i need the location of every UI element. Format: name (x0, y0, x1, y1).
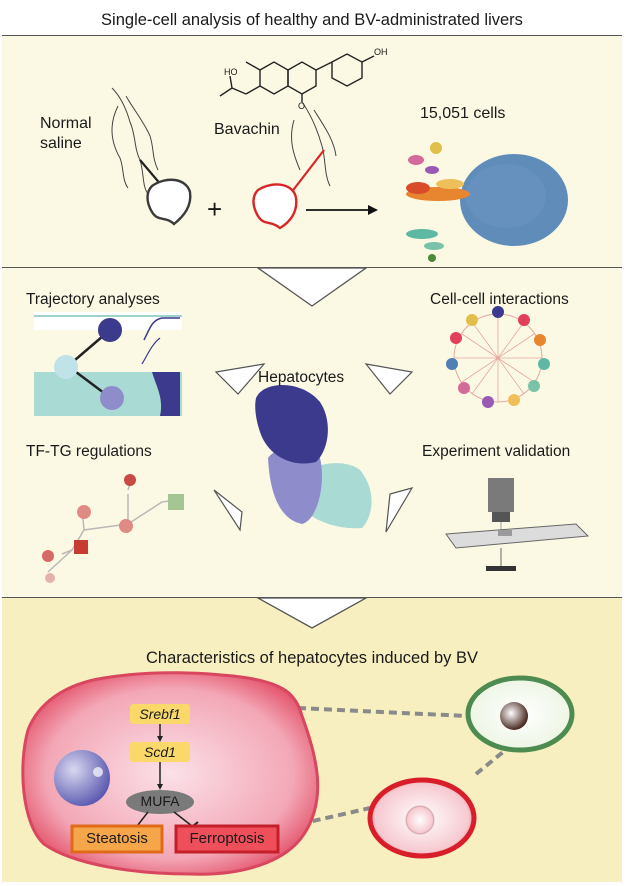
umap-plot (406, 142, 568, 262)
interactions-label: Cell-cell interactions (430, 291, 569, 308)
hepatocyte-umap (255, 384, 372, 529)
plus-sign: + (207, 194, 223, 224)
tftg-label: TF-TG regulations (26, 443, 152, 460)
srebf1-box (130, 704, 190, 724)
scd1-label: Scd1 (144, 744, 176, 760)
bv-liver-icon (252, 183, 298, 230)
srebf1-label: Srebf1 (139, 706, 181, 722)
hepatocyte-cell (21, 671, 320, 876)
steatosis-label: Steatosis (86, 830, 148, 847)
ferroptosis-label: Ferroptosis (189, 830, 265, 847)
flow-down-notch-2 (256, 598, 368, 629)
chem-oh-right: OH (374, 47, 388, 57)
findings-graphics (21, 598, 575, 876)
design-graphics (111, 53, 568, 262)
bavachin-label: Bavachin (214, 121, 280, 138)
steatosis-box (70, 824, 164, 854)
analyses-panel: Trajectory analyses Cell-cell interactio… (2, 268, 622, 598)
design-panel: Normal saline Bavachin + 15,051 cells HO… (2, 36, 622, 268)
interaction-network (446, 306, 550, 408)
cell-count-label: 15,051 cells (420, 105, 506, 122)
mufa-label: MUFA (140, 793, 180, 809)
mufa-node (126, 790, 194, 814)
bavachin-structure (219, 53, 375, 102)
trajectory-plot (34, 312, 182, 416)
validation-setup (445, 478, 590, 571)
chem-o: O (298, 101, 306, 111)
findings-panel: Characteristics of hepatocytes induced b… (2, 598, 622, 882)
arrow-icon (368, 205, 378, 215)
analyses-graphics (34, 268, 590, 583)
hepatocyte-nucleus (54, 750, 110, 806)
normal-saline-label: Normal saline (40, 115, 92, 152)
chem-oh-left: HO (224, 67, 238, 77)
validation-label: Experiment validation (422, 443, 571, 460)
findings-title: Characteristics of hepatocytes induced b… (145, 649, 478, 667)
tftg-network (42, 474, 184, 583)
scd1-box (130, 742, 190, 762)
title-panel: Single-cell analysis of healthy and BV-a… (2, 2, 622, 36)
bavachin-mouse (283, 101, 337, 203)
trajectory-label: Trajectory analyses (26, 291, 160, 308)
flow-down-notch (256, 268, 368, 307)
normal-liver-icon (146, 178, 192, 226)
figure-title: Single-cell analysis of healthy and BV-a… (101, 11, 523, 29)
ferroptosis-box (174, 824, 280, 854)
hepatocytes-label: Hepatocytes (258, 369, 345, 386)
